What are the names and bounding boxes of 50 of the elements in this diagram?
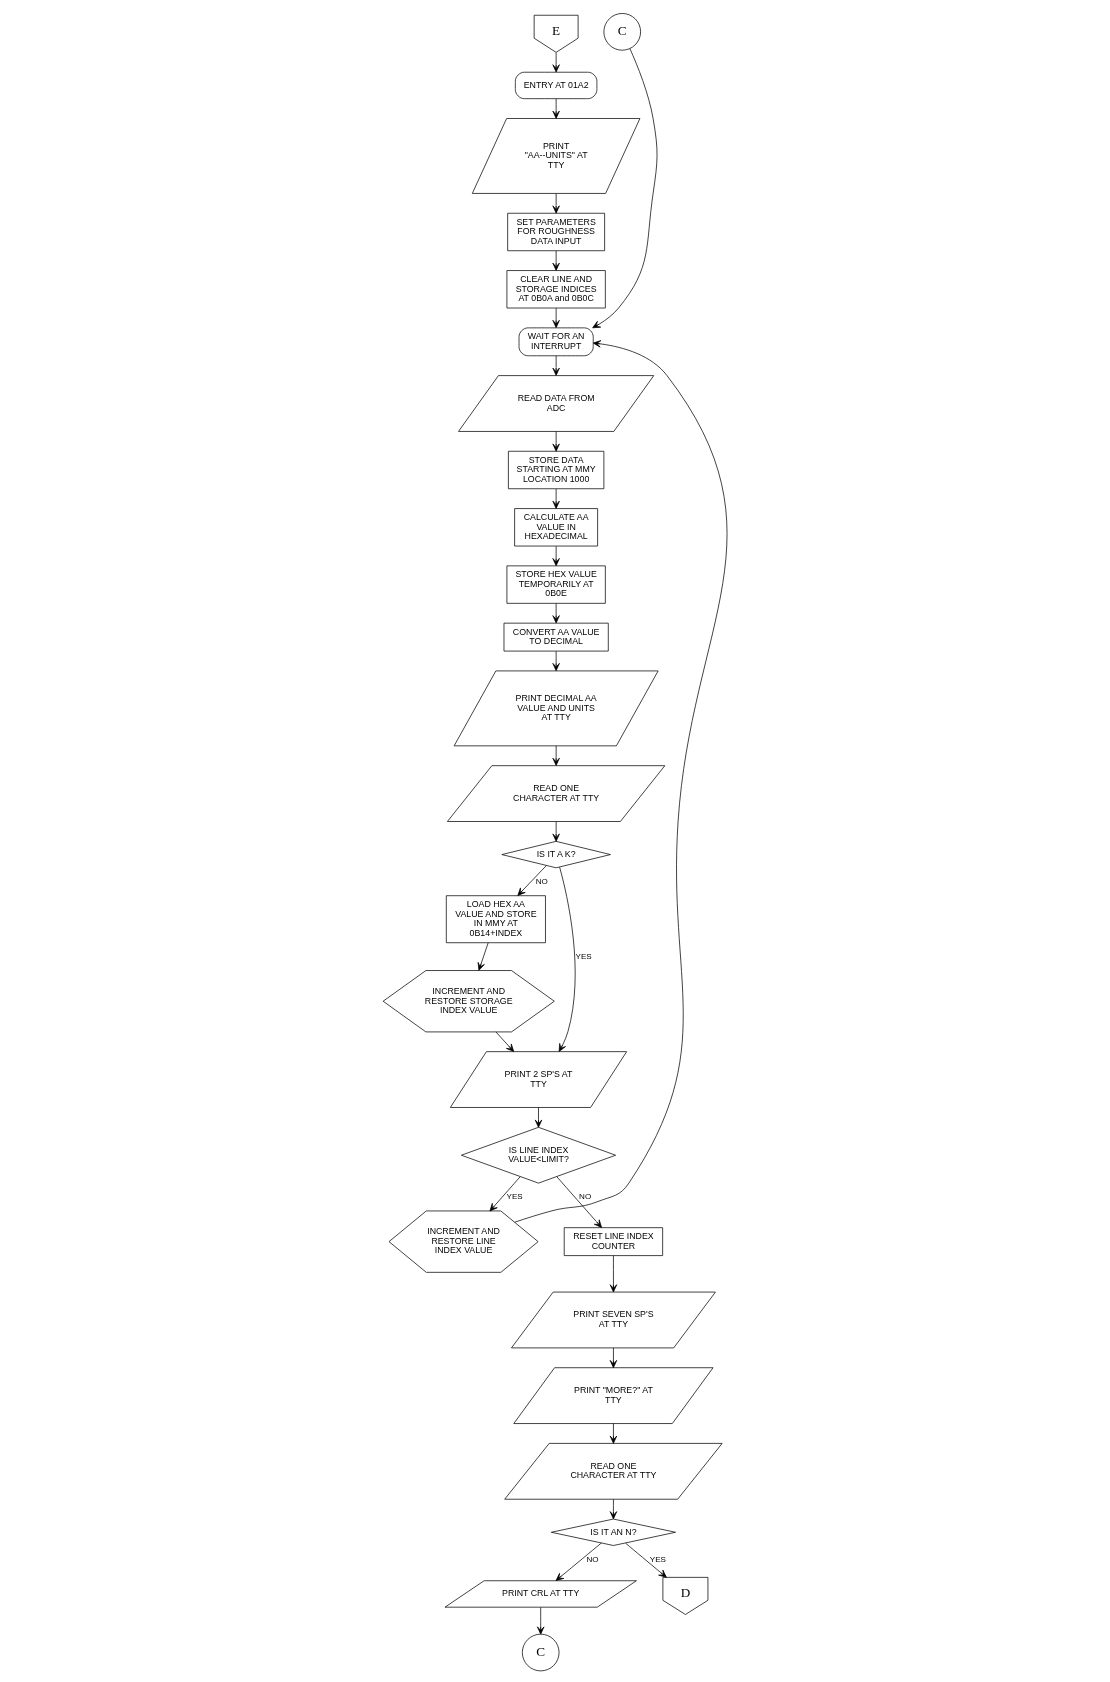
edge-label: NO [579, 1192, 592, 1202]
arrow [552, 193, 560, 214]
node-box: CALCULATE AA VALUE IN HEXADECIMAL [514, 508, 598, 547]
node-diamond: IS IT A K? [501, 841, 611, 869]
arrow [558, 866, 576, 1052]
arrow [534, 1107, 543, 1128]
arrow [552, 603, 560, 624]
node-box: ENTRY AT 01A2 [515, 71, 598, 100]
arrow [489, 1176, 521, 1212]
arrow [552, 545, 560, 567]
arrow [552, 355, 560, 376]
arrow [552, 745, 560, 766]
edge-label: YES [649, 1554, 666, 1564]
arrow [625, 1542, 667, 1578]
node-circle: C [521, 1633, 560, 1672]
edge-label: NO [586, 1554, 599, 1564]
arrow [552, 307, 560, 328]
arrow [552, 431, 560, 452]
arrow [592, 48, 658, 329]
node-diamond: IS LINE INDEX VALUE<LIMIT? [461, 1126, 616, 1184]
node-box: STORE HEX VALUE TEMPORARILY AT 0B0E [506, 565, 606, 604]
arrow [514, 340, 727, 1223]
node-box: LOAD HEX AA VALUE AND STORE IN MMY AT 0B14+INDEX [445, 895, 546, 944]
arrow [552, 650, 560, 672]
arrow [517, 865, 547, 896]
node-box: CLEAR LINE AND STORAGE INDICES AT 0B0A and 0B0C [506, 270, 606, 309]
arrow [552, 488, 560, 509]
arrow [495, 1031, 515, 1052]
node-circle: C [603, 13, 641, 51]
arrow [609, 1347, 618, 1369]
edge-label: NO [535, 876, 548, 886]
arrow [537, 1607, 545, 1635]
arrow [609, 1499, 618, 1520]
arrow [555, 1542, 602, 1581]
node-box: RESET LINE INDEX COUNTER [563, 1227, 663, 1256]
arrow [552, 98, 560, 119]
arrow [477, 942, 489, 971]
node-box: CONVERT AA VALUE TO DECIMAL [503, 622, 609, 652]
edge-label: YES [575, 951, 592, 961]
arrow [552, 821, 560, 842]
node-box: WAIT FOR AN INTERRUPT [518, 327, 594, 357]
node-diamond: IS IT AN N? [550, 1518, 676, 1546]
arrow [556, 1176, 602, 1228]
edge-label: YES [506, 1192, 523, 1202]
arrow [609, 1255, 618, 1293]
arrow [552, 52, 560, 73]
node-box: STORE DATA STARTING AT MMY LOCATION 1000 [508, 450, 605, 490]
arrow [609, 1423, 618, 1444]
arrow [552, 250, 560, 271]
node-box: SET PARAMETERS FOR ROUGHNESS DATA INPUT [507, 212, 605, 252]
